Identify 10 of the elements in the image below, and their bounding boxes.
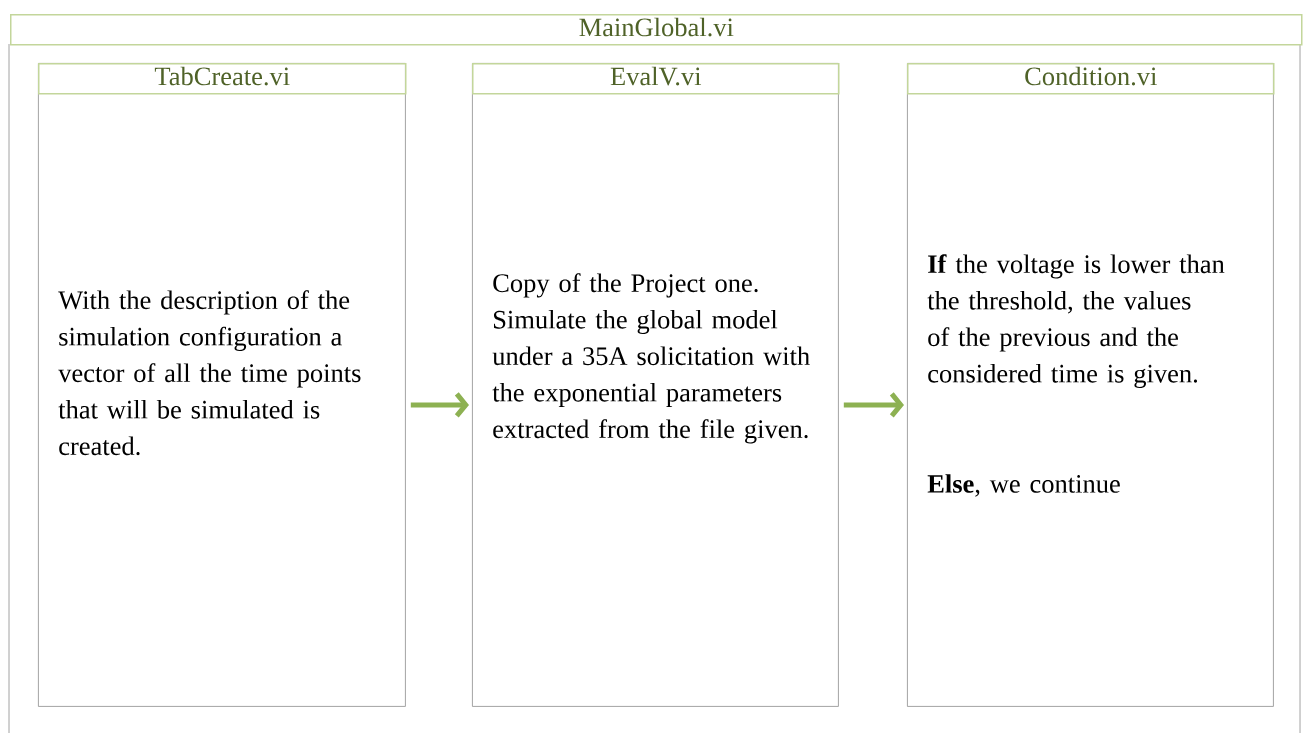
box-heading: MainGlobal.vi <box>10 14 1303 46</box>
arrow <box>843 392 904 418</box>
box-heading: TabCreate.vi <box>38 63 407 95</box>
arrow <box>410 392 469 418</box>
box-text: Else, we continue <box>927 474 1120 497</box>
box-text: With the description of the simulation configuration a vector of all the time points that will be simulated is created. <box>58 290 361 456</box>
box-text: If the voltage is lower than the threshold, the values of the previous and the considered time is given. <box>927 254 1225 389</box>
box-heading: EvalV.vi <box>472 63 840 95</box>
box-heading: Condition.vi <box>907 63 1275 95</box>
box-text: Copy of the Project one. Simulate the global model under a 35A solicitation with the exponential parameters extracted from the file given. <box>492 273 810 444</box>
